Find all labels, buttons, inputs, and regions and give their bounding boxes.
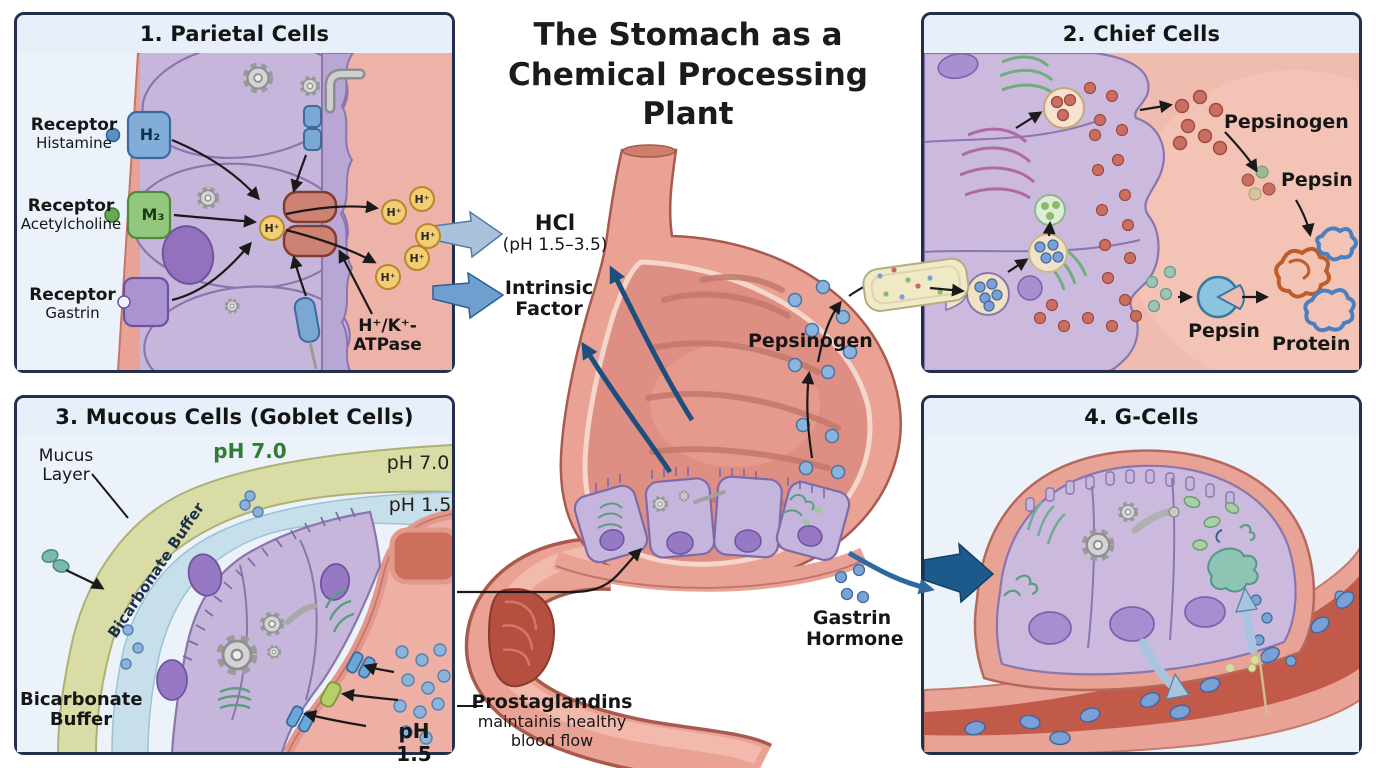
pepsinogen-label: Pepsinogen	[1224, 111, 1349, 133]
bicarbonate-line2: Buffer	[49, 709, 113, 731]
pepsin-top-label: Pepsin	[1281, 169, 1353, 191]
gastrin-pathway-arrow	[847, 550, 935, 595]
receptor-acetylcholine-sub: Acetylcholine	[20, 215, 122, 234]
panel-gcells: 4. G-Cells	[921, 395, 1362, 755]
gastrin-dots	[834, 563, 870, 604]
gastrin-line1: Gastrin	[812, 607, 892, 629]
panel2-title: 2. Chief Cells	[924, 15, 1359, 56]
intrinsic-factor-line2: Factor	[515, 298, 583, 321]
receptor-gastrin-title: Receptor	[29, 285, 116, 305]
h2-receptor-tag: H₂	[139, 125, 161, 144]
panel-chief-cells: 2. Chief Cells	[921, 12, 1362, 373]
pepsinogen-dots	[787, 279, 858, 480]
atpase-label: H⁺/K⁺- ATPase	[340, 316, 435, 356]
hcl-title: HCl	[534, 211, 576, 235]
gastrin-line2: Hormone	[806, 628, 904, 651]
gear-icon	[651, 495, 669, 513]
gastrin-hormone-label: Gastrin Hormone	[806, 607, 904, 651]
m3-receptor-tag: M₃	[141, 205, 165, 224]
panel1-title: 1. Parietal Cells	[17, 15, 452, 56]
ph15-right-label: pH 1.5	[388, 494, 452, 516]
gastric-gland-inset	[552, 467, 868, 592]
mucus-layer-line2: Layer	[42, 465, 90, 486]
hcl-label: HCl (pH 1.5–3.5)	[492, 211, 618, 255]
pepsin-bottom-label: Pepsin	[1188, 320, 1260, 342]
prostaglandins-line3: blood flow	[510, 730, 594, 750]
bicarbonate-buffer-label: Bicarbonate Buffer	[20, 689, 143, 731]
hydrogen-ion: H⁺	[259, 215, 285, 241]
esophagus	[622, 144, 676, 158]
rugae-folds	[645, 274, 841, 535]
protein-label: Protein	[1272, 333, 1351, 355]
bicarbonate-line1: Bicarbonate	[20, 689, 143, 710]
receptor-acetylcholine-label: Receptor Acetylcholine	[10, 196, 132, 234]
hydrogen-ion: H⁺	[409, 186, 435, 212]
mucous-cell-connector	[457, 547, 643, 594]
mucus-layer-line1: Mucus	[38, 446, 94, 466]
ph7-green-label: pH 7.0	[213, 439, 287, 463]
mucus-layer-label: Mucus Layer	[26, 446, 106, 486]
prostaglandins-title: Prostaglandins	[471, 691, 633, 713]
receptor-gastrin-sub: Gastrin	[45, 304, 100, 323]
ph7-right-label: pH 7.0	[386, 452, 450, 474]
receptor-histamine-sub: Histamine	[36, 134, 112, 153]
ph15-bottom-label: pH 1.5	[396, 719, 432, 766]
hydrogen-ion: H⁺	[381, 199, 407, 225]
receptor-histamine-title: Receptor	[30, 115, 118, 135]
receptor-acetylcholine-title: Receptor	[27, 196, 115, 216]
panel3-title: 3. Mucous Cells (Goblet Cells)	[17, 398, 452, 439]
intrinsic-factor-line1: Intrinsic	[504, 277, 594, 299]
pepsinogen-center-label: Pepsinogen	[748, 330, 873, 352]
hydrogen-ion: H⁺	[415, 223, 441, 249]
page-title: The Stomach as a Chemical Processing Pla…	[508, 17, 868, 133]
hydrogen-ion: H⁺	[375, 264, 401, 290]
prostaglandins-label: Prostaglandins maintainis healthy blood …	[468, 691, 636, 750]
panel4-title: 4. G-Cells	[924, 398, 1359, 439]
receptor-gastrin-label: Receptor Gastrin	[20, 285, 125, 323]
gear-icon	[678, 490, 690, 502]
receptor-histamine-label: Receptor Histamine	[20, 115, 128, 153]
atpase-line2: ATPase	[353, 335, 422, 356]
prostaglandins-line2: maintainis healthy	[477, 712, 627, 732]
atpase-line1: H⁺/K⁺-	[358, 316, 417, 336]
intrinsic-factor-label: Intrinsic Factor	[490, 277, 608, 321]
hcl-ph-range: (pH 1.5–3.5)	[502, 234, 608, 255]
